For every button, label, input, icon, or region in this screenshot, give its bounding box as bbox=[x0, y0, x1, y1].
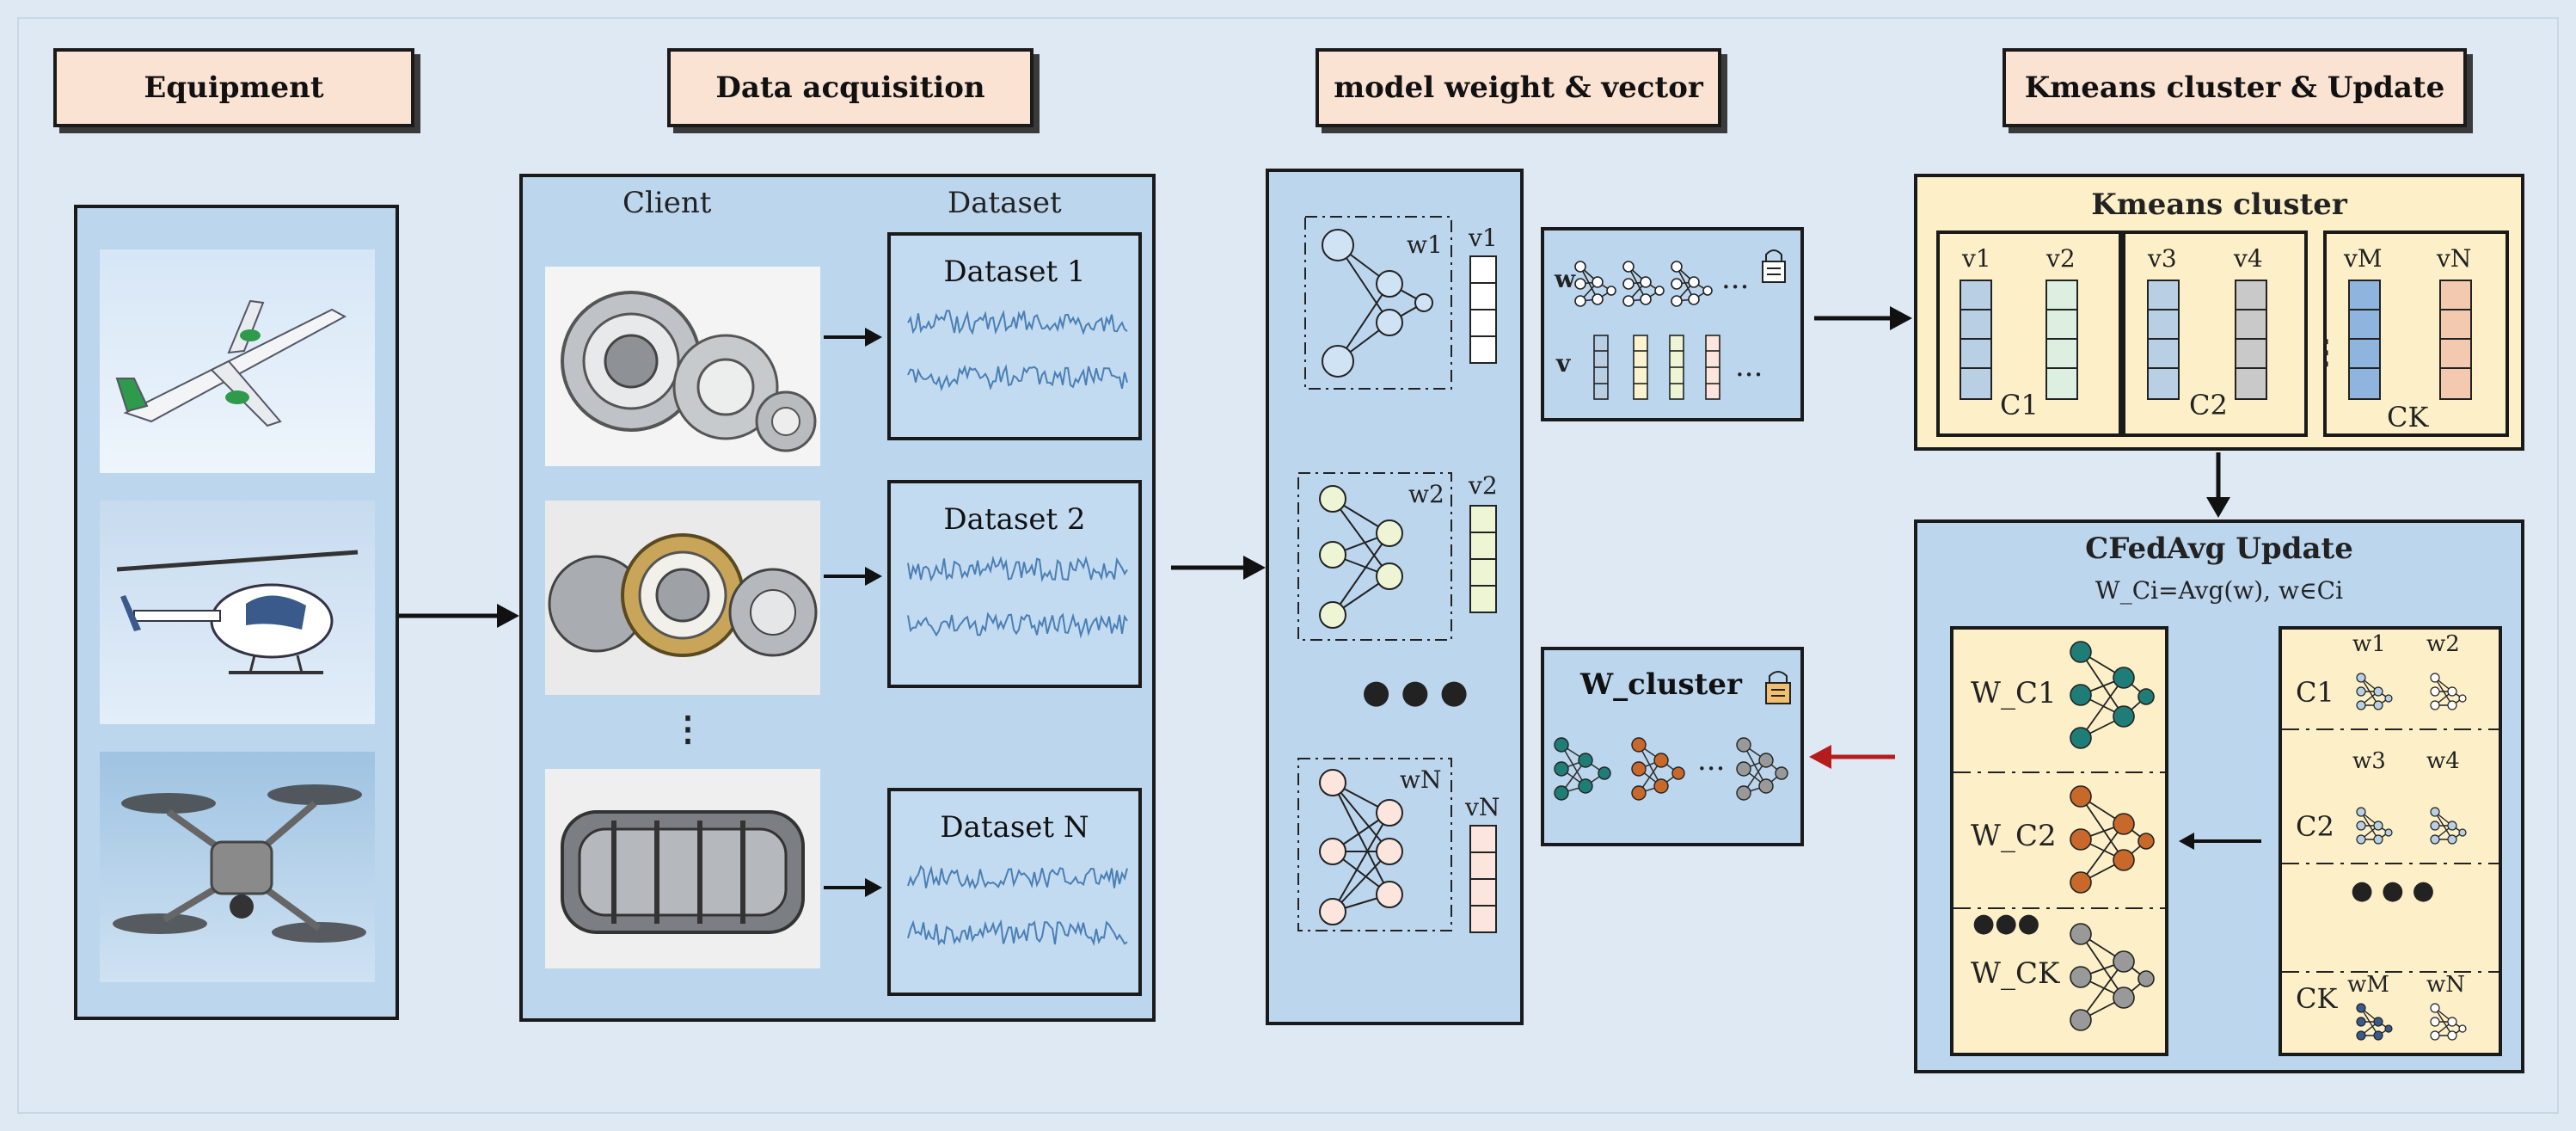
client-weight-wm: wM bbox=[2347, 972, 2389, 998]
lock-icon-top bbox=[1762, 249, 1786, 283]
agg-ellipsis: ●●● bbox=[1972, 908, 2040, 938]
cluster-label-c2: C2 bbox=[2189, 389, 2228, 421]
v-label: v bbox=[1556, 349, 1571, 378]
client-ellipsis: ⋮ bbox=[671, 709, 705, 749]
v-ellipsis: ··· bbox=[1735, 358, 1763, 392]
kmeans-ellipsis: ⋮ bbox=[2309, 332, 2342, 371]
aggregated-models-box bbox=[1950, 626, 2168, 1056]
client-weights-ellipsis: ● ● ● bbox=[2351, 876, 2435, 906]
dataset-title-2: Dataset 2 bbox=[943, 502, 1086, 537]
client-models bbox=[1297, 216, 1497, 933]
drone-image bbox=[100, 752, 375, 982]
dataset-signal-2 bbox=[907, 555, 1128, 639]
header-data-acquisition-label: Data acquisition bbox=[715, 71, 985, 105]
w-cluster-title: W_cluster bbox=[1580, 667, 1742, 702]
cfedavg-panel: CFedAvg Update W_Ci=Avg(w), w∈Ci bbox=[1914, 519, 2524, 1073]
dataset-title-3: Dataset N bbox=[940, 810, 1089, 845]
model-weight-panel: w1 w2 wN v1 v2 vN ● ● ● bbox=[1266, 169, 1524, 1025]
kmeans-vector-v2: v2 bbox=[2046, 244, 2076, 273]
client-label: Client bbox=[623, 186, 712, 220]
w-cluster-ellipsis: ··· bbox=[1697, 752, 1726, 786]
weight-label-2: w2 bbox=[1408, 480, 1444, 508]
outer-frame bbox=[17, 17, 2559, 1114]
cfedavg-formula: W_Ci=Avg(w), w∈Ci bbox=[2095, 576, 2344, 605]
w-ellipsis: ··· bbox=[1721, 270, 1750, 304]
dataset-signal-1 bbox=[907, 310, 1128, 392]
agg-label-wck: W_CK bbox=[1971, 956, 2060, 991]
client-cluster-c2: C2 bbox=[2296, 810, 2334, 843]
equipment-panel bbox=[74, 205, 399, 1020]
cluster-label-ck: CK bbox=[2387, 401, 2429, 433]
w-cluster-graphics bbox=[1554, 671, 1791, 801]
header-data-acquisition: Data acquisition bbox=[667, 48, 1033, 127]
header-model-weight-label: model weight & vector bbox=[1334, 71, 1703, 105]
vector-label-2: v2 bbox=[1469, 471, 1498, 500]
client-weight-w1: w1 bbox=[2352, 631, 2386, 657]
model-ellipsis: ● ● ● bbox=[1362, 673, 1469, 710]
kmeans-vectors bbox=[1960, 280, 2472, 400]
dataset-signal-3 bbox=[907, 864, 1128, 947]
bearing-image-1 bbox=[545, 267, 820, 466]
client-weight-w2: w2 bbox=[2426, 631, 2460, 657]
agg-label-wc2: W_C2 bbox=[1971, 819, 2057, 853]
client-weight-w4: w4 bbox=[2426, 748, 2460, 774]
client-weight-wn: wN bbox=[2426, 972, 2466, 998]
vector-label-n: vN bbox=[1465, 793, 1500, 821]
bearing-image-2 bbox=[545, 501, 820, 695]
dataset-title-1: Dataset 1 bbox=[943, 255, 1086, 289]
kmeans-title: Kmeans cluster bbox=[2091, 187, 2347, 222]
cfedavg-graphics bbox=[1953, 641, 2499, 1041]
header-model-weight: model weight & vector bbox=[1316, 48, 1721, 127]
cluster-box-ck bbox=[2323, 231, 2509, 437]
header-kmeans-update: Kmeans cluster & Update bbox=[2003, 48, 2467, 127]
dataset-box-3: Dataset N bbox=[887, 788, 1142, 996]
client-cluster-ck: CK bbox=[2296, 982, 2338, 1015]
client-weight-w3: w3 bbox=[2352, 748, 2386, 774]
weight-label-1: w1 bbox=[1407, 231, 1443, 259]
kmeans-vector-v4: v4 bbox=[2234, 244, 2263, 273]
cluster-label-c1: C1 bbox=[2000, 389, 2039, 421]
kmeans-vector-v3: v3 bbox=[2148, 244, 2177, 273]
header-kmeans-update-label: Kmeans cluster & Update bbox=[2024, 71, 2445, 105]
bearing-image-3 bbox=[545, 769, 820, 968]
helicopter-image bbox=[100, 501, 375, 724]
dataset-label: Dataset bbox=[948, 186, 1062, 220]
header-equipment-label: Equipment bbox=[144, 71, 324, 105]
kmeans-vector-vn: vN bbox=[2437, 244, 2472, 273]
weight-label-n: wN bbox=[1400, 765, 1442, 794]
w-cluster-box: W_cluster ··· bbox=[1541, 647, 1804, 846]
w-label: w bbox=[1555, 265, 1576, 293]
kmeans-vector-v1: v1 bbox=[1962, 244, 1991, 273]
weight-vector-graphics bbox=[1574, 249, 1786, 400]
vector-label-1: v1 bbox=[1469, 224, 1498, 252]
cfedavg-title: CFedAvg Update bbox=[2085, 532, 2353, 566]
lock-icon-bottom bbox=[1765, 671, 1791, 704]
dataset-box-1: Dataset 1 bbox=[887, 232, 1142, 440]
dataset-box-2: Dataset 2 bbox=[887, 480, 1142, 688]
weight-vector-box: w v ··· ··· bbox=[1541, 227, 1804, 421]
airplane-image bbox=[100, 249, 375, 473]
agg-label-wc1: W_C1 bbox=[1971, 676, 2057, 710]
client-cluster-c1: C1 bbox=[2296, 676, 2334, 709]
kmeans-vector-vm: vM bbox=[2344, 244, 2383, 273]
data-acquisition-panel: Client Dataset ⋮ bbox=[519, 174, 1156, 1022]
kmeans-panel: Kmeans cluster v1 v2 v3 v4 vM vN C1 C2 C… bbox=[1914, 174, 2524, 451]
header-equipment: Equipment bbox=[53, 48, 414, 127]
